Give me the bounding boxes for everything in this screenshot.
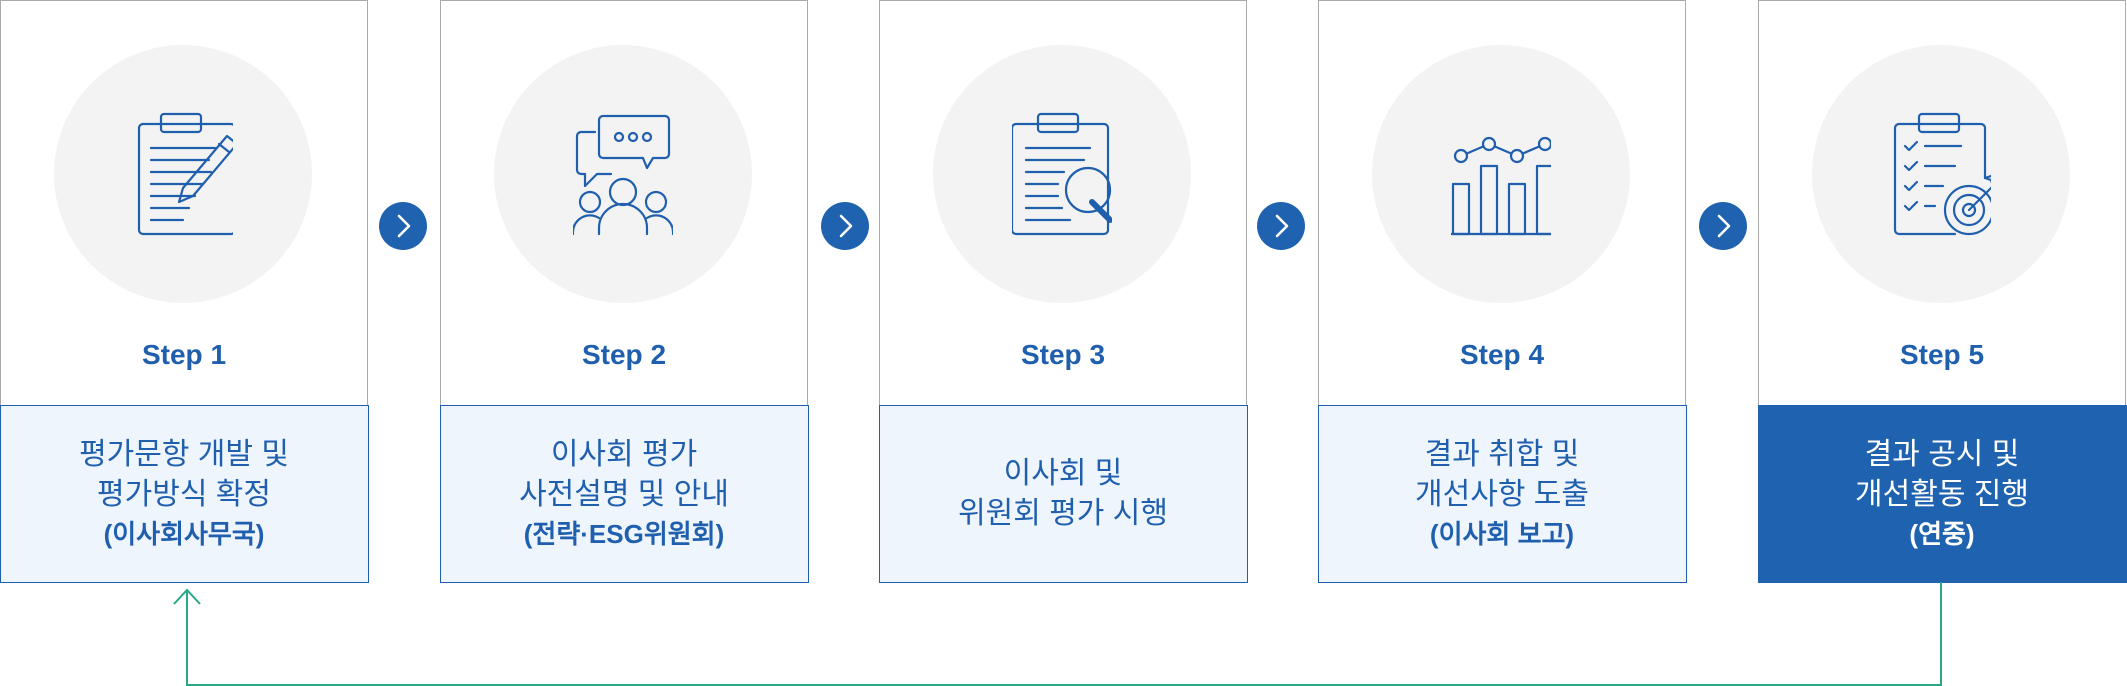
step-card-4: Step 4 결과 취합 및 개선사항 도출 (이사회 보고): [1317, 0, 1687, 583]
checklist-target-icon: [1893, 112, 1991, 236]
step-label: Step 2: [581, 339, 667, 370]
description-line: 이사회 평가: [550, 437, 698, 471]
icon-circle: [1372, 45, 1630, 303]
description-sub: (이사회사무국): [103, 518, 265, 549]
description-line: 개선사항 도출: [1415, 477, 1589, 511]
chevron-right-icon: [839, 214, 853, 238]
chevron-right-icon: [397, 214, 411, 238]
description-line: 개선활동 진행: [1855, 477, 2029, 511]
icon-circle: [1812, 45, 2070, 303]
description-line: 이사회 및: [1003, 456, 1123, 490]
icon-circle: [54, 45, 312, 303]
description-line: 위원회 평가 시행: [958, 496, 1168, 530]
description-sub: (이사회 보고): [1429, 518, 1575, 549]
description-sub: (전략·ESG위원회): [523, 518, 725, 549]
clipboard-search-icon: [1012, 112, 1112, 236]
step-card-2: Step 2 이사회 평가 사전설명 및 안내 (전략·ESG위원회): [439, 0, 809, 583]
step-label: Step 3: [1020, 339, 1106, 370]
description-line: 평가문항 개발 및: [79, 437, 289, 471]
icon-circle: [933, 45, 1191, 303]
description-sub: (연중): [1909, 518, 1975, 549]
next-arrow-4: [1699, 202, 1747, 250]
step-card-1: Step 1 평가문항 개발 및 평가방식 확정 (이사회사무국): [0, 0, 369, 583]
description-line: 사전설명 및 안내: [519, 477, 729, 511]
step-card-3: Step 3 이사회 및 위원회 평가 시행: [878, 0, 1248, 583]
next-arrow-2: [821, 202, 869, 250]
step-description: 결과 취합 및 개선사항 도출 (이사회 보고): [1317, 405, 1687, 583]
description-line: 평가방식 확정: [97, 477, 271, 511]
step-label: Step 5: [1899, 339, 1985, 370]
icon-circle: [494, 45, 752, 303]
bar-chart-icon: [1451, 136, 1551, 236]
step-label: Step 1: [141, 339, 227, 370]
step-description: 결과 공시 및 개선활동 진행 (연중): [1757, 405, 2127, 583]
description-line: 결과 취합 및: [1424, 437, 1580, 471]
description-line: 결과 공시 및: [1864, 437, 2020, 471]
step-description: 평가문항 개발 및 평가방식 확정 (이사회사무국): [0, 405, 369, 583]
step-label: Step 4: [1459, 339, 1545, 370]
meeting-chat-icon: [573, 114, 673, 236]
clipboard-pen-icon: [137, 112, 233, 236]
arrowhead-up-icon: [173, 588, 201, 605]
chevron-right-icon: [1717, 214, 1731, 238]
step-card-5: Step 5 결과 공시 및 개선활동 진행 (연중): [1757, 0, 2127, 583]
next-arrow-1: [379, 202, 427, 250]
step-description: 이사회 및 위원회 평가 시행: [878, 405, 1248, 583]
chevron-right-icon: [1275, 214, 1289, 238]
next-arrow-3: [1257, 202, 1305, 250]
step-description: 이사회 평가 사전설명 및 안내 (전략·ESG위원회): [439, 405, 809, 583]
